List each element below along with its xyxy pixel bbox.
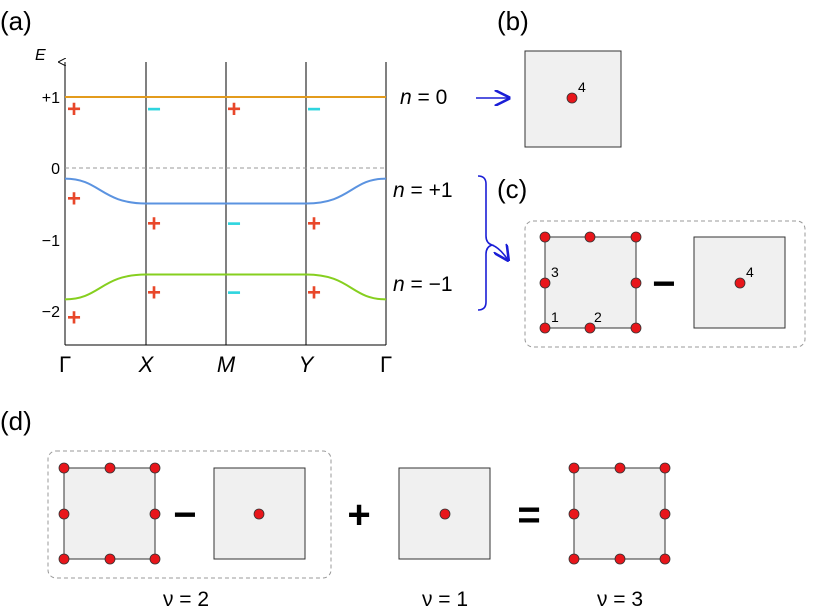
site-label-2: 2 [594, 309, 602, 325]
panel-b-cell: 4 [524, 50, 622, 148]
ytick-minus1: −1 [42, 233, 60, 250]
panel-c: 3 1 2 − 4 [524, 220, 806, 348]
site-label-4: 4 [578, 79, 586, 95]
ytick-0: 0 [51, 161, 60, 178]
dashed-group-box [524, 220, 806, 348]
nu-label-2: ν = 1 [422, 588, 468, 611]
panel-d: − + = ν = 2 ν = 1 ν = 3 [47, 450, 671, 611]
band-line-nm1 [64, 273, 387, 301]
site-dot [566, 92, 578, 104]
band-label-n0: n = 0 [400, 86, 447, 109]
ytick-plus1: +1 [42, 90, 60, 107]
parity-mark-plus: + [227, 96, 241, 123]
band-label-nm1: n = −1 [393, 273, 453, 296]
brace-bands [477, 175, 495, 311]
minus-operator-d: − [173, 493, 196, 537]
site-dot-d3 [439, 508, 451, 520]
kpoint-gamma-start: Γ [59, 352, 71, 377]
minus-operator: − [652, 262, 675, 306]
parity-mark-plus: + [67, 304, 81, 331]
panel-label-d: (d) [0, 406, 32, 436]
parity-mark-plus: + [67, 186, 81, 213]
kpoint-y: Y [299, 352, 315, 377]
site-dots-d4 [568, 462, 671, 565]
panel-label-b: (b) [497, 6, 529, 36]
parity-mark-minus: − [307, 96, 321, 123]
nu-label-3: ν = 3 [597, 588, 643, 611]
parity-markers: + − + − + + − + + + − + [67, 96, 321, 331]
site-dots-d1 [58, 462, 161, 565]
nu-label-1: ν = 2 [163, 588, 209, 611]
parity-mark-plus: + [307, 280, 321, 307]
parity-mark-plus: + [307, 211, 321, 238]
parity-mark-plus: + [67, 96, 81, 123]
kpoint-gamma-end: Γ [380, 352, 392, 377]
parity-mark-minus: − [227, 280, 241, 307]
unit-cell-d4 [573, 467, 666, 560]
parity-mark-plus: + [147, 211, 161, 238]
y-axis-label: E [35, 47, 46, 64]
panel-label-c: (c) [497, 174, 527, 204]
site-dots-c [539, 231, 642, 334]
site-dot-d2 [253, 508, 265, 520]
parity-mark-plus: + [147, 280, 161, 307]
dashed-group-box-d [47, 450, 332, 579]
arrow-brace-to-c [491, 245, 508, 260]
parity-mark-minus: − [147, 96, 161, 123]
band-label-np1: n = +1 [393, 179, 453, 202]
band-chart: E +1 0 −1 −2 Γ X M Y Γ + − + − + + − + + + − + [35, 47, 392, 377]
equals-operator-d: = [517, 493, 540, 537]
unit-cell-d2 [213, 467, 306, 560]
site-label-4-c: 4 [746, 264, 754, 280]
plus-operator-d: + [347, 493, 370, 537]
unit-cell-d1 [63, 467, 156, 560]
unit-cell-corner [544, 236, 637, 329]
kpoint-m: M [217, 352, 236, 377]
site-label-3: 3 [551, 264, 559, 280]
ytick-minus2: −2 [42, 304, 60, 321]
site-label-1: 1 [551, 309, 559, 325]
band-line-np1 [64, 177, 387, 205]
panel-label-a: (a) [0, 6, 32, 36]
site-dot-center [734, 277, 746, 289]
parity-mark-minus: − [227, 211, 241, 238]
kpoint-x: X [138, 352, 155, 377]
